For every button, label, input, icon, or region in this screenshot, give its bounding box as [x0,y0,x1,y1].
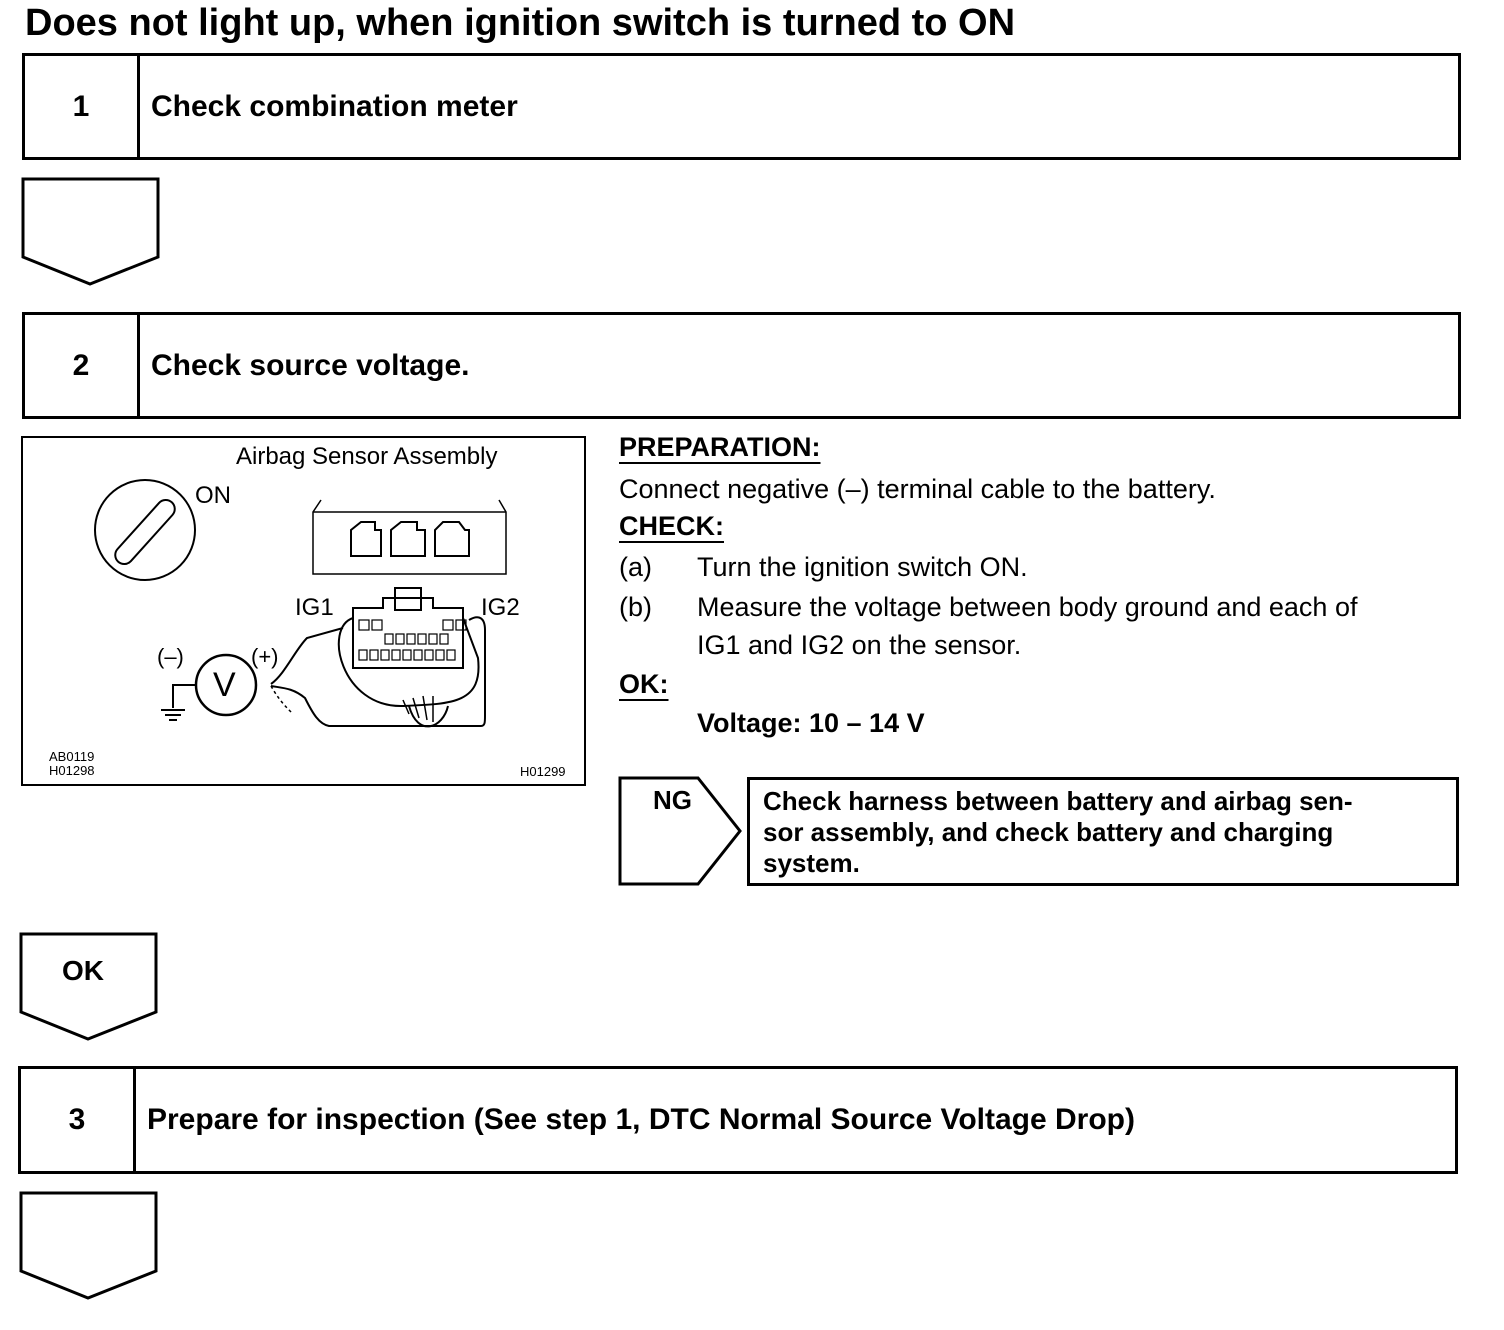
figure-code-left: AB0119 H01298 [49,749,95,778]
check-a-text: Turn the ignition switch ON. [697,552,1028,582]
figure-title: Airbag Sensor Assembly [236,443,498,470]
wiring-diagram [94,479,507,728]
wiring-figure: Airbag Sensor Assembly ON IG1 IG2 (–) (+… [21,436,586,786]
flow-arrow-1-icon [21,177,160,286]
page-title: Does not light up, when ignition switch … [25,2,1016,44]
step-3-text: Prepare for inspection (See step 1, DTC … [147,1103,1135,1136]
preparation-heading: PREPARATION: [619,432,821,462]
voltmeter-label: V [213,666,236,704]
ok-arrow-label: OK [62,955,104,986]
step-3-number: 3 [21,1069,136,1171]
check-b-line1: Measure the voltage between body ground … [697,592,1358,622]
step-2-number: 2 [25,315,140,416]
ignition-switch-icon [94,479,196,581]
flow-arrow-3-icon [19,1191,158,1300]
ng-action-box: Check harness between battery and airbag… [747,777,1459,886]
check-b-line2: IG1 and IG2 on the sensor. [697,630,1022,660]
step-1-text: Check combination meter [151,89,518,123]
check-heading: CHECK: [619,511,724,541]
on-label: ON [195,482,231,509]
step-1-box: 1 Check combination meter [22,53,1461,160]
step-1-number: 1 [25,56,140,157]
ok-arrow-icon [19,932,158,1041]
ig2-label: IG2 [481,594,520,621]
ng-arrow-icon [618,776,742,886]
ig1-label: IG1 [295,594,334,621]
plus-label: (+) [251,644,279,669]
preparation-text: Connect negative (–) terminal cable to t… [619,474,1216,504]
step-2-box: 2 Check source voltage. [22,312,1461,419]
ok-heading: OK: [619,669,669,699]
check-b-marker: (b) [619,592,652,622]
figure-code-right: H01299 [520,764,566,779]
step-3-box: 3 Prepare for inspection (See step 1, DT… [18,1066,1458,1174]
ng-label: NG [653,785,692,815]
minus-label: (–) [157,644,184,669]
step-2-text: Check source voltage. [151,348,470,382]
ok-value: Voltage: 10 – 14 V [697,708,925,738]
check-a-marker: (a) [619,552,652,582]
